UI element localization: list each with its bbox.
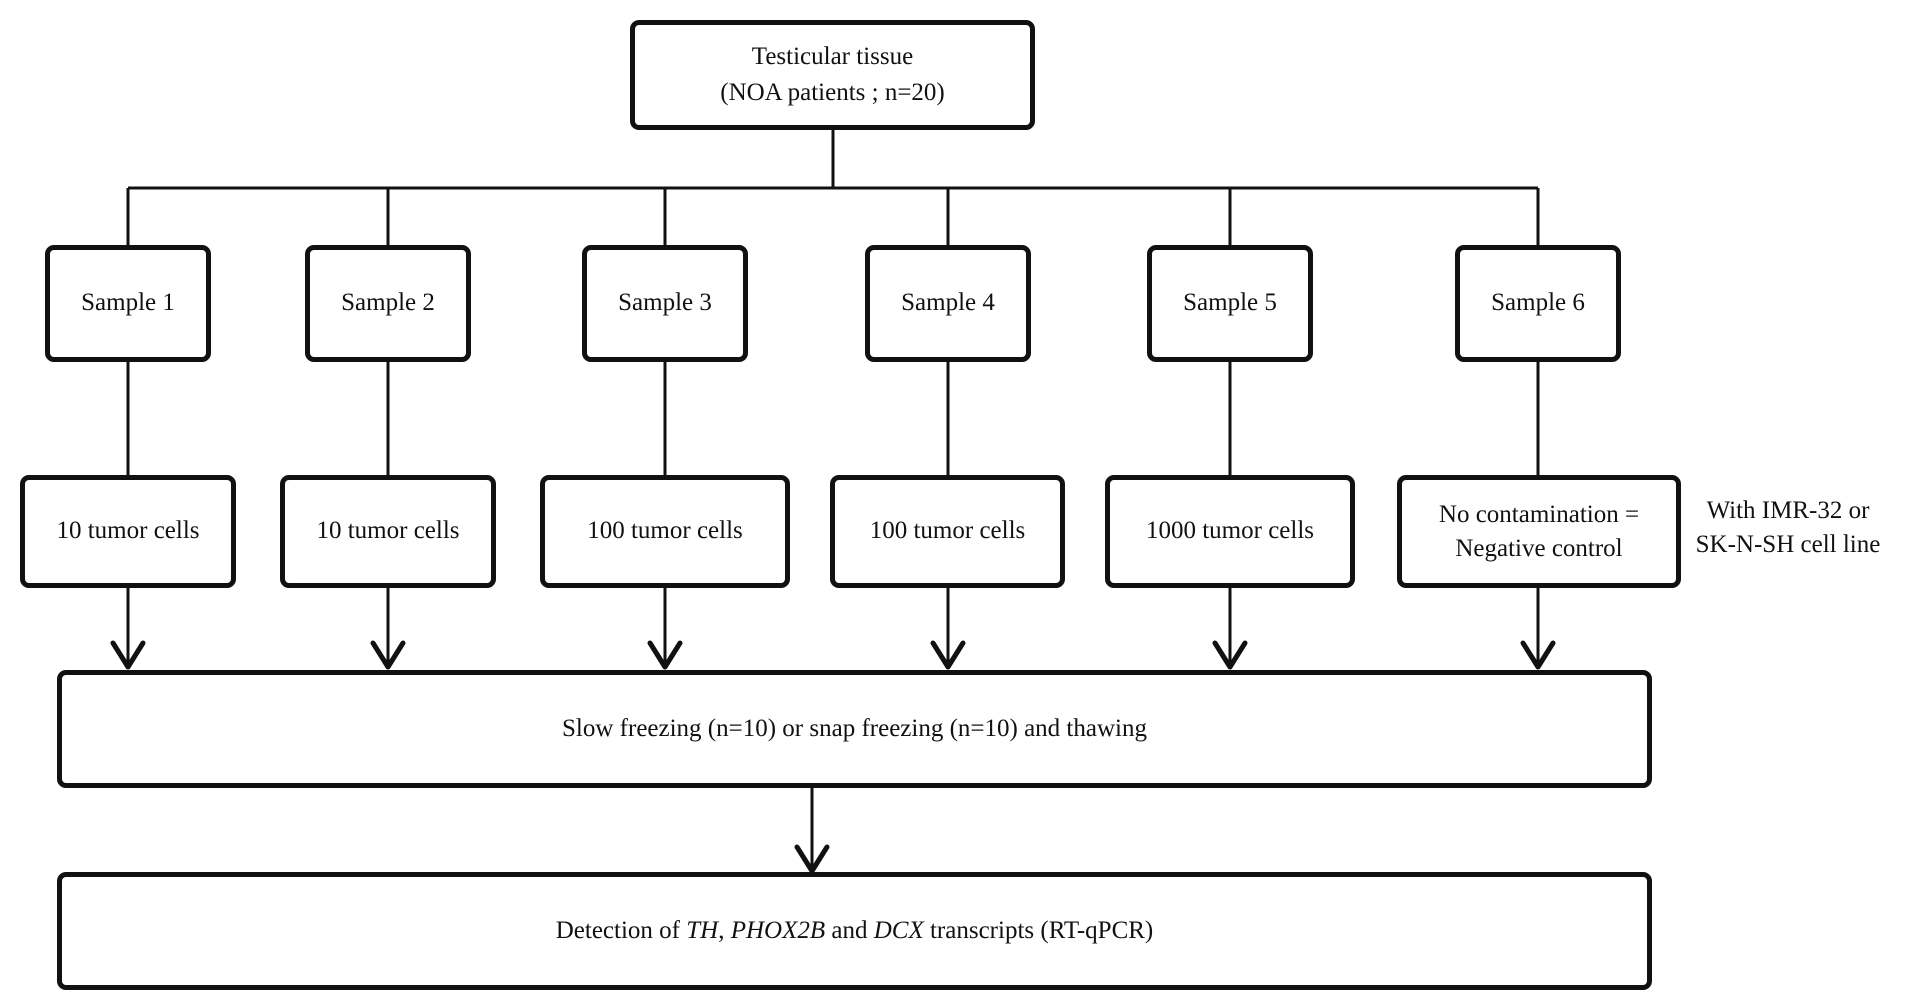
detection-sep1: ,	[718, 916, 731, 944]
sample-box-5: Sample 5	[1147, 245, 1313, 362]
arrowhead-6	[1520, 640, 1556, 670]
root-title: Testicular tissue	[751, 42, 914, 70]
sample-box-4: Sample 4	[865, 245, 1031, 362]
arrowhead-2	[370, 640, 406, 670]
arrowhead-freezing	[794, 844, 830, 874]
negative-control-line1: No contamination =	[1438, 500, 1640, 528]
arrowhead-4	[930, 640, 966, 670]
cell-line-note-line2: SK-N-SH cell line	[1695, 530, 1881, 558]
gene-phox2b: PHOX2B	[730, 916, 826, 944]
detection-suffix: transcripts (RT-qPCR)	[923, 916, 1154, 944]
cells-box-5: 1000 tumor cells	[1105, 475, 1355, 588]
cells-label-1: 10 tumor cells	[56, 517, 200, 545]
cells-label-5: 1000 tumor cells	[1145, 517, 1315, 545]
freezing-box: Slow freezing (n=10) or snap freezing (n…	[57, 670, 1652, 788]
sample-label-6: Sample 6	[1491, 289, 1585, 317]
root-box-testicular-tissue: Testicular tissue (NOA patients ; n=20)	[630, 20, 1035, 130]
sample-label-3: Sample 3	[618, 289, 712, 317]
cells-box-4: 100 tumor cells	[830, 475, 1065, 588]
gene-th: TH	[686, 916, 719, 944]
sample-label-1: Sample 1	[81, 289, 175, 317]
gene-dcx: DCX	[873, 916, 924, 944]
detection-sep2: and	[825, 916, 874, 944]
sample-box-6: Sample 6	[1455, 245, 1621, 362]
cells-label-3: 100 tumor cells	[587, 517, 743, 545]
detection-text: Detection of TH, PHOX2B and DCX transcri…	[556, 913, 1154, 949]
sample-label-4: Sample 4	[901, 289, 995, 317]
sample-label-5: Sample 5	[1183, 289, 1277, 317]
cells-box-6-negative-control: No contamination = Negative control	[1397, 475, 1681, 588]
cells-label-4: 100 tumor cells	[869, 517, 1026, 545]
arrowhead-3	[647, 640, 683, 670]
root-box-text: Testicular tissue (NOA patients ; n=20)	[720, 39, 945, 112]
arrowhead-5	[1212, 640, 1248, 670]
detection-prefix: Detection of	[555, 916, 687, 944]
sample-box-1: Sample 1	[45, 245, 211, 362]
cell-line-note-line1: With IMR-32 or	[1706, 497, 1870, 524]
sample-label-2: Sample 2	[341, 289, 435, 317]
cells-label-2: 10 tumor cells	[316, 517, 460, 545]
cells-box-2: 10 tumor cells	[280, 475, 496, 588]
detection-box: Detection of TH, PHOX2B and DCX transcri…	[57, 872, 1652, 990]
negative-control-line2: Negative control	[1455, 534, 1623, 562]
cells-box-1: 10 tumor cells	[20, 475, 236, 588]
root-subtitle: (NOA patients ; n=20)	[720, 79, 945, 106]
arrowhead-1	[110, 640, 146, 670]
cell-line-note: With IMR-32 or SK-N-SH cell line	[1688, 494, 1888, 562]
freezing-text: Slow freezing (n=10) or snap freezing (n…	[562, 714, 1147, 742]
sample-box-2: Sample 2	[305, 245, 471, 362]
sample-box-3: Sample 3	[582, 245, 748, 362]
cells-box-3: 100 tumor cells	[540, 475, 790, 588]
cells-box-6-text: No contamination = Negative control	[1439, 498, 1639, 566]
